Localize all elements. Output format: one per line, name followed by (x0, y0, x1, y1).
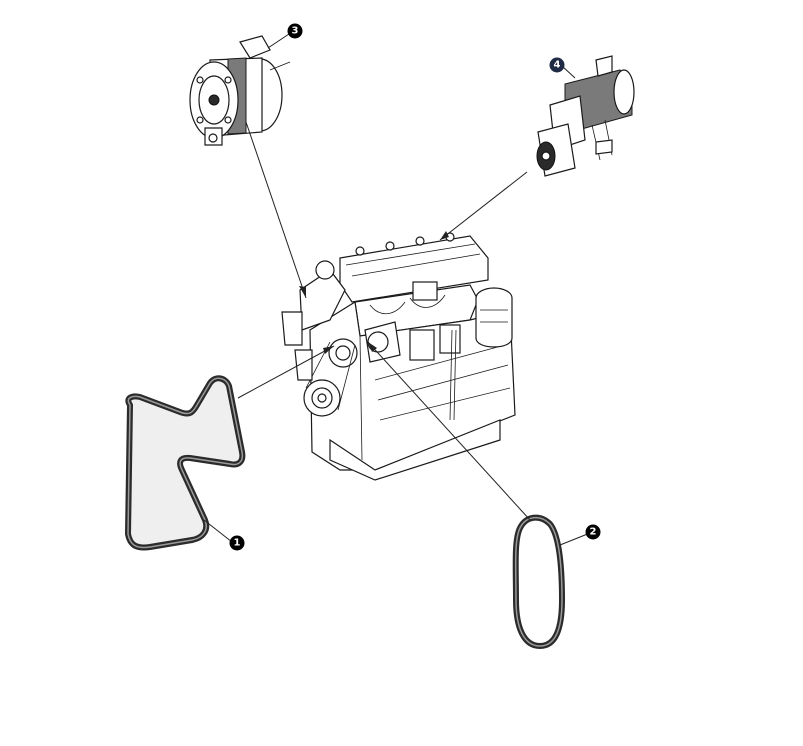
callout-4: 4 (549, 57, 565, 73)
serpentine-belt-illustration (125, 375, 246, 551)
engine-block-illustration (281, 232, 516, 481)
callout-2: 2 (585, 524, 601, 540)
starter-motor-illustration (536, 55, 635, 177)
callout-3-badge (287, 23, 303, 39)
callout-4-label: 4 (554, 60, 561, 71)
callout-4-badge (549, 57, 565, 73)
callout-1: 1 (229, 535, 245, 551)
alternator-illustration (189, 35, 291, 146)
callout-3: 3 (287, 23, 303, 39)
callout-3-label: 3 (292, 26, 299, 37)
callout-1-badge (229, 535, 245, 551)
callout-2-label: 2 (590, 527, 597, 538)
callout-2-badge (585, 524, 601, 540)
leader-lines (203, 31, 591, 546)
v-belt-illustration (512, 514, 566, 650)
callout-1-label: 1 (234, 538, 241, 549)
